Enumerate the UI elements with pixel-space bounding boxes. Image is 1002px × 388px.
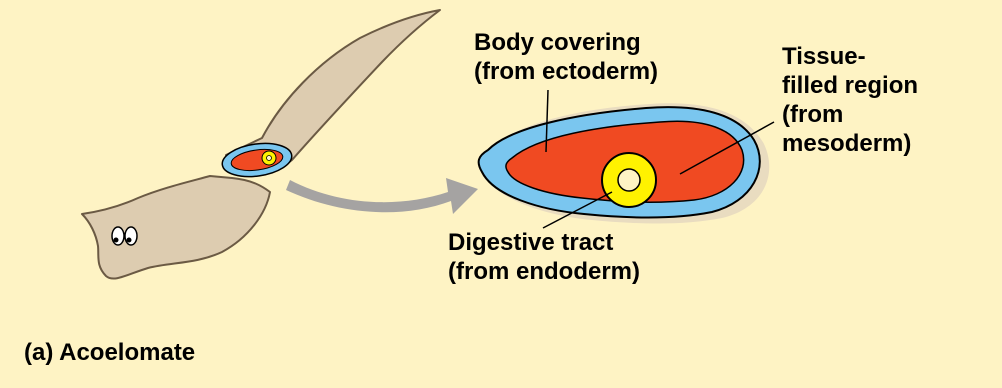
label-digestive-tract: Digestive tract (from endoderm) (448, 228, 640, 286)
label-tissue-line3: (from (782, 100, 918, 129)
label-digestive-line1: Digestive tract (448, 228, 640, 257)
label-tissue-line1: Tissue- (782, 42, 918, 71)
caption-acoelomate: (a) Acoelomate (24, 338, 195, 367)
label-tissue-line4: mesoderm) (782, 129, 918, 158)
worm-section-gut-lumen (267, 156, 272, 161)
label-body-covering-line2: (from ectoderm) (474, 57, 658, 86)
label-body-covering-line1: Body covering (474, 28, 658, 57)
label-body-covering: Body covering (from ectoderm) (474, 28, 658, 86)
label-tissue-line2: filled region (782, 71, 918, 100)
label-digestive-line2: (from endoderm) (448, 257, 640, 286)
digestive-tract-lumen (618, 169, 640, 191)
label-tissue-filled-region: Tissue- filled region (from mesoderm) (782, 42, 918, 158)
